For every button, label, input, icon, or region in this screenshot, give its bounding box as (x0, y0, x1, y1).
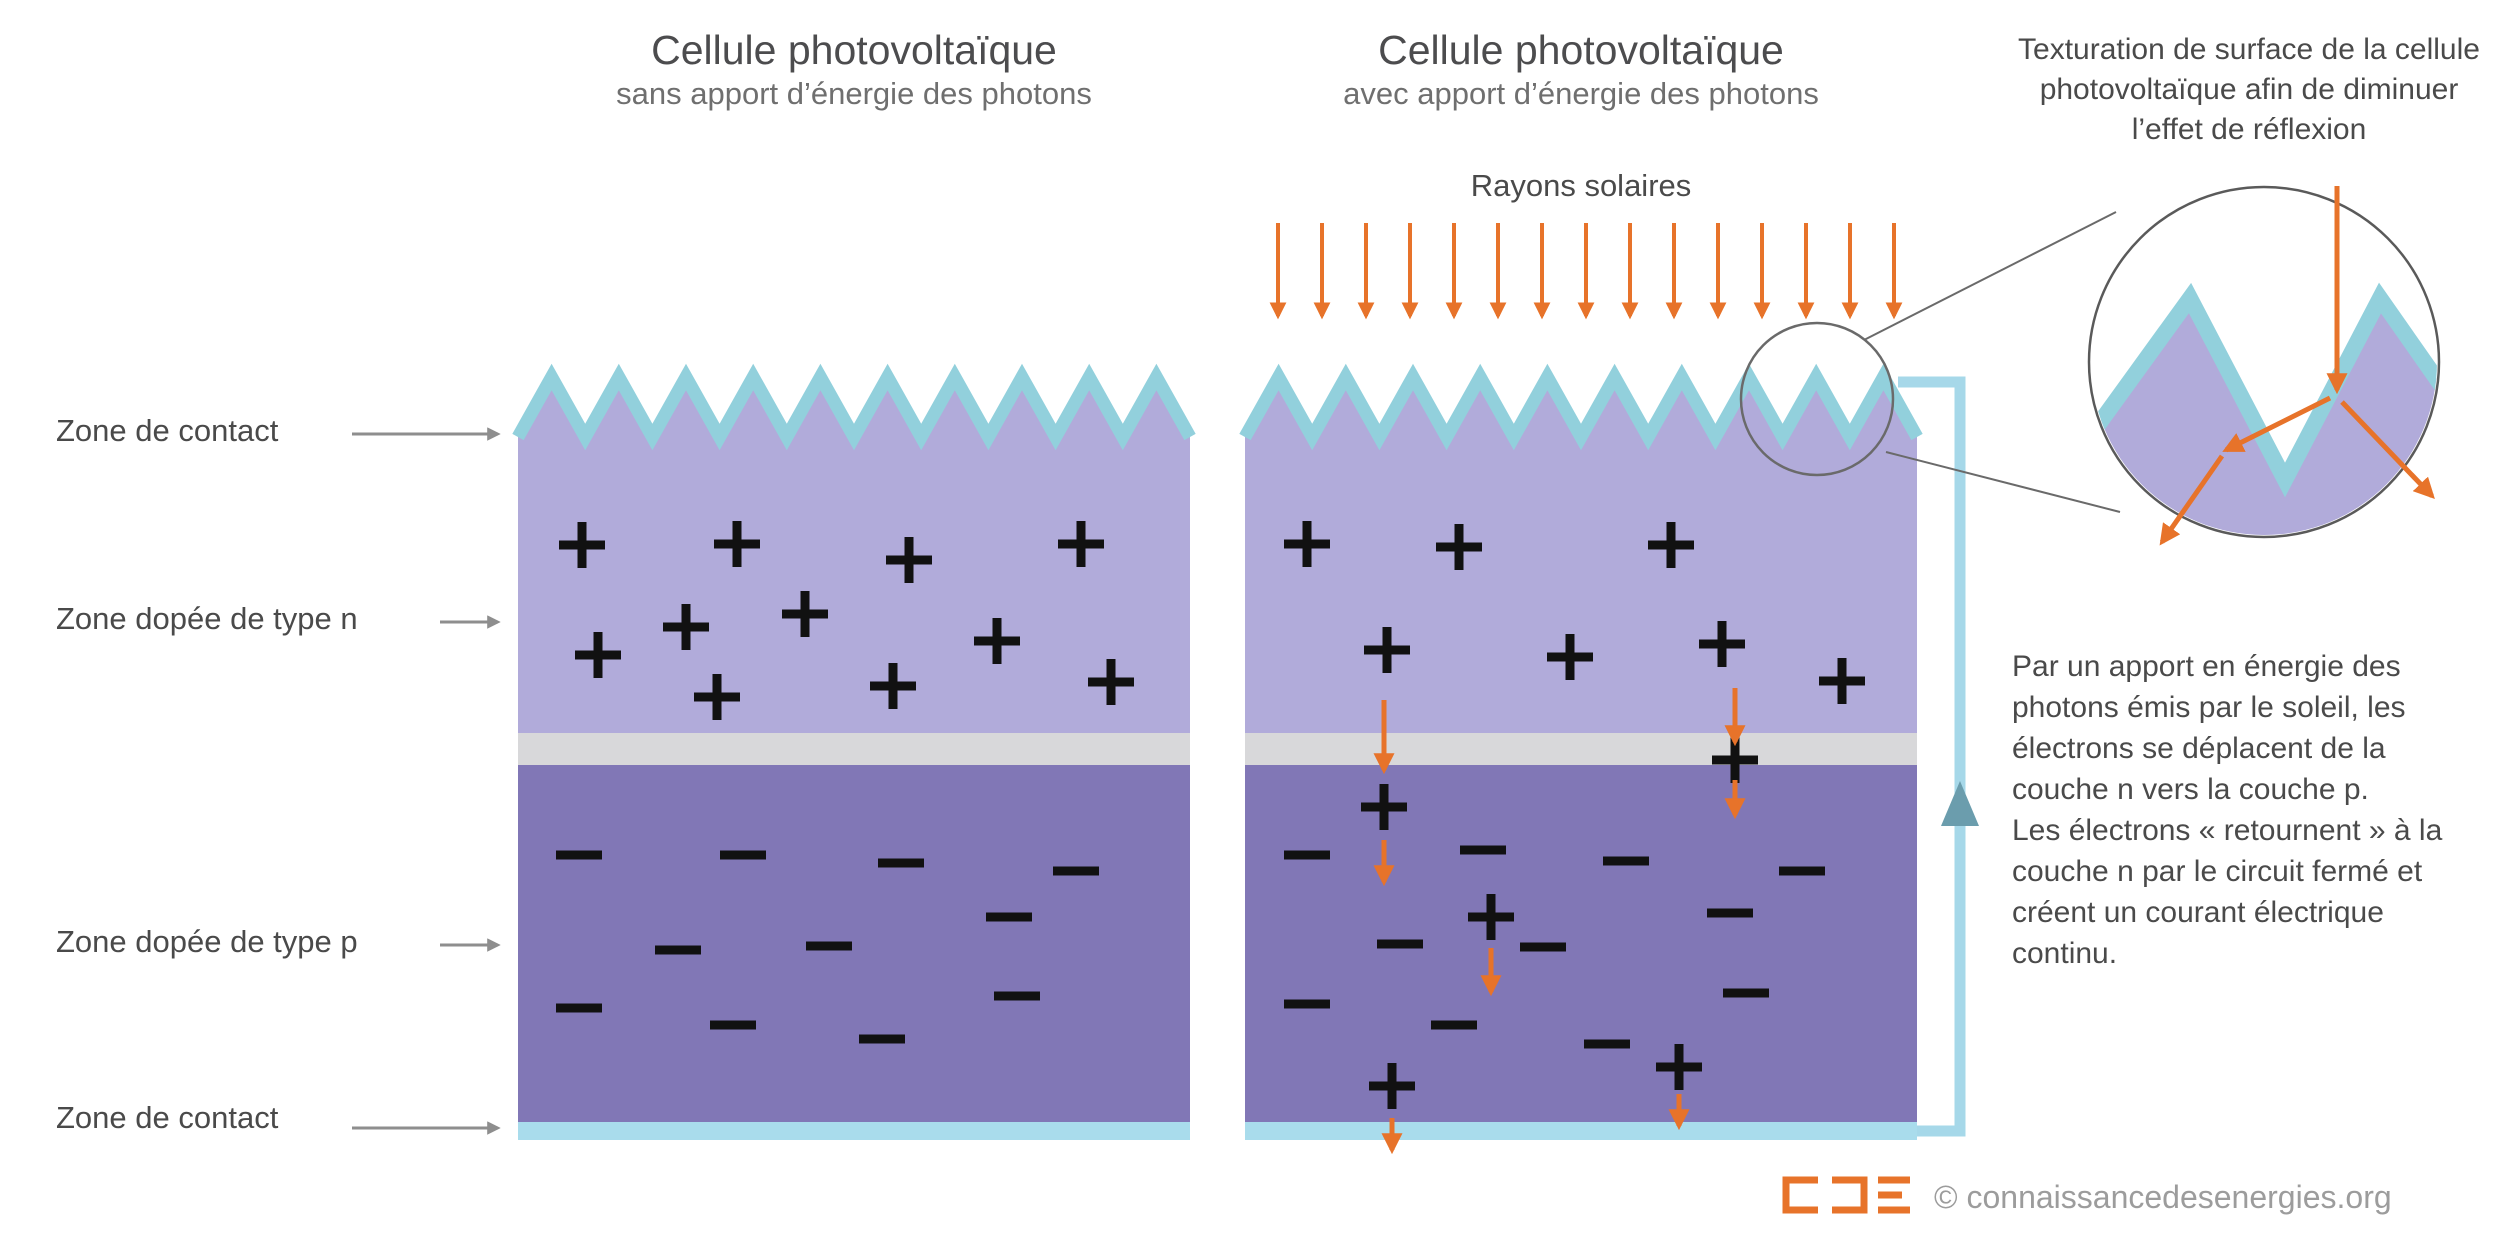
bottom-contact (518, 1122, 1190, 1140)
explanation-paragraph-1: Par un apport en énergie des photons émi… (2012, 650, 2406, 806)
magnifier-link-bottom (1885, 451, 2121, 513)
left-cell-positive-charges (559, 521, 1134, 720)
left-cell-negative-charges (556, 850, 1099, 1044)
left-panel-title: Cellule photovoltaïque (651, 27, 1057, 73)
right-cell-positive-charges (1284, 521, 1865, 704)
zone-label-type-n: Zone dopée de type n (56, 601, 358, 636)
explanation-paragraph-2: Les électrons « retournent » à la couche… (2012, 814, 2443, 970)
explanation-text: Par un apport en énergie des photons émi… (2012, 646, 2487, 974)
magnifier (1739, 211, 2121, 513)
right-panel-subtitle: avec apport d’énergie des photons (1343, 76, 1819, 111)
logo-glyph-c (1782, 1176, 1818, 1214)
solar-rays-label: Rayons solaires (1470, 168, 1692, 203)
solar-rays (1269, 223, 1903, 320)
magnifier-circle (1739, 321, 1895, 477)
right-panel-title: Cellule photovoltaïque (1378, 27, 1784, 73)
zone-p-body (518, 765, 1190, 1122)
pn-junction (1245, 733, 1917, 765)
bottom-contact (1245, 1122, 1917, 1140)
zone-label-type-p: Zone dopée de type p (56, 924, 358, 959)
logo-glyph-d (1832, 1176, 1868, 1214)
cell-without-photons (512, 363, 1196, 1140)
textured-surface (1239, 363, 1923, 451)
pn-junction (518, 733, 1190, 765)
right-cell-moving-charges (1361, 737, 1758, 1109)
logo-glyph-e (1878, 1176, 1910, 1214)
right-cell-negative-charges (1284, 845, 1825, 1049)
textured-surface (512, 363, 1196, 451)
left-panel-subtitle: sans apport d’énergie des photons (616, 76, 1092, 111)
zone-label-contact-bottom: Zone de contact (56, 1100, 279, 1135)
zone-label-arrows (352, 427, 501, 1135)
left-panel-header: Cellule photovoltaïque sans apport d’éne… (518, 26, 1190, 114)
right-panel-header: Cellule photovoltaïque avec apport d’éne… (1245, 26, 1917, 114)
zone-n-body (1245, 377, 1917, 733)
texturation-caption: Texturation de surface de la cellule pho… (2018, 33, 2480, 146)
inset-reflection-arrows (2159, 186, 2435, 546)
zone-label-contact-top: Zone de contact (56, 413, 279, 448)
copyright-text: © connaissancedesenergies.org (1934, 1179, 2392, 1215)
cell-with-photons (1239, 363, 1923, 1140)
zone-p-body (1245, 765, 1917, 1122)
current-direction-arrow (1941, 781, 1979, 826)
texturation-inset (2087, 185, 2441, 546)
electron-flow-arrows (1373, 688, 1746, 1155)
inset-texture (2091, 282, 2437, 535)
cde-logo (1782, 1176, 1910, 1214)
magnifier-link-top (1863, 211, 2117, 341)
closed-circuit (1898, 376, 1979, 1137)
